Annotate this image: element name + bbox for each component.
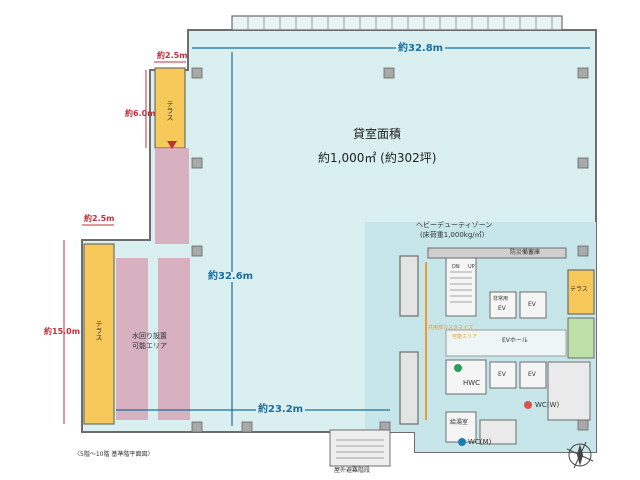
stair-dn-label: DN — [452, 264, 460, 270]
area-value: 約1,000㎡ (約302坪) — [318, 151, 437, 165]
water-zone-label-1: 水回り設置 — [132, 332, 167, 340]
structural-columns — [191, 67, 589, 433]
green-area — [567, 317, 595, 359]
dim-terrace-top-length: 約6.0m — [125, 109, 156, 118]
water-zone-label-2: 可能エリア — [132, 342, 167, 350]
wc-w-icon — [524, 401, 532, 409]
dim-top-width: 約32.8m — [396, 43, 446, 54]
terrace-left-label: テラス — [95, 320, 103, 341]
dim-height: 約32.6m — [206, 271, 256, 282]
pantry-label: 給湯室 — [450, 419, 469, 426]
top-facade — [231, 15, 563, 31]
terrace-left — [83, 243, 115, 425]
fire-storage-label: 防災備蓄庫 — [510, 249, 541, 256]
dim-terrace-top-width: 約2.5m — [157, 51, 188, 60]
terrace-marker — [167, 141, 177, 149]
terrace-top — [154, 67, 186, 149]
hwc-label: HWC — [463, 379, 481, 387]
dimension-lines-red — [63, 61, 186, 424]
heavy-duty-label-2: (床荷重1,000kg/㎡) — [420, 231, 485, 239]
shared-custom-label-2: 可能エリア — [452, 334, 478, 340]
shared-custom-label-1: 共用部カスタマイズ — [428, 325, 473, 331]
stair-treads — [336, 271, 472, 459]
stair-up-label: UP — [468, 264, 475, 270]
wc-m-icon — [458, 438, 466, 446]
terrace-top-label: テラス — [166, 100, 174, 121]
ev-hall-label: EVホール — [502, 337, 528, 344]
compass-icon — [566, 441, 594, 469]
facade-mullions — [247, 16, 553, 30]
emergency-ev-label-1: 非常用 — [493, 296, 509, 302]
plan-caption: 〈5階～10階 基準階平面図〉 — [74, 451, 154, 458]
dim-terrace-left-length: 約15.0m — [44, 327, 81, 336]
water-zone-left-b — [158, 258, 190, 420]
ev-label-3: EV — [528, 371, 536, 378]
terrace-right — [567, 269, 595, 315]
dim-bottom-width: 約23.2m — [256, 404, 306, 415]
wc-w-label: WC(W) — [535, 401, 560, 409]
dim-terrace-left-width: 約2.5m — [84, 214, 115, 223]
outdoor-stairs-label: 屋外避難階段 — [334, 467, 371, 474]
dimension-lines — [116, 47, 590, 426]
ev-label-1: EV — [528, 301, 536, 308]
hwc-icon — [454, 364, 462, 372]
heavy-duty-label-1: ヘビーデューティゾーン — [416, 221, 493, 229]
area-title: 貸室面積 — [353, 127, 402, 141]
terrace-right-label: テラス — [570, 286, 588, 293]
ev-label-2: EV — [498, 371, 506, 378]
water-zone-left-a — [116, 258, 148, 420]
emergency-ev-label-2: EV — [498, 305, 506, 312]
wc-m-label: WC(M) — [468, 438, 492, 446]
water-zone-top — [155, 148, 189, 244]
